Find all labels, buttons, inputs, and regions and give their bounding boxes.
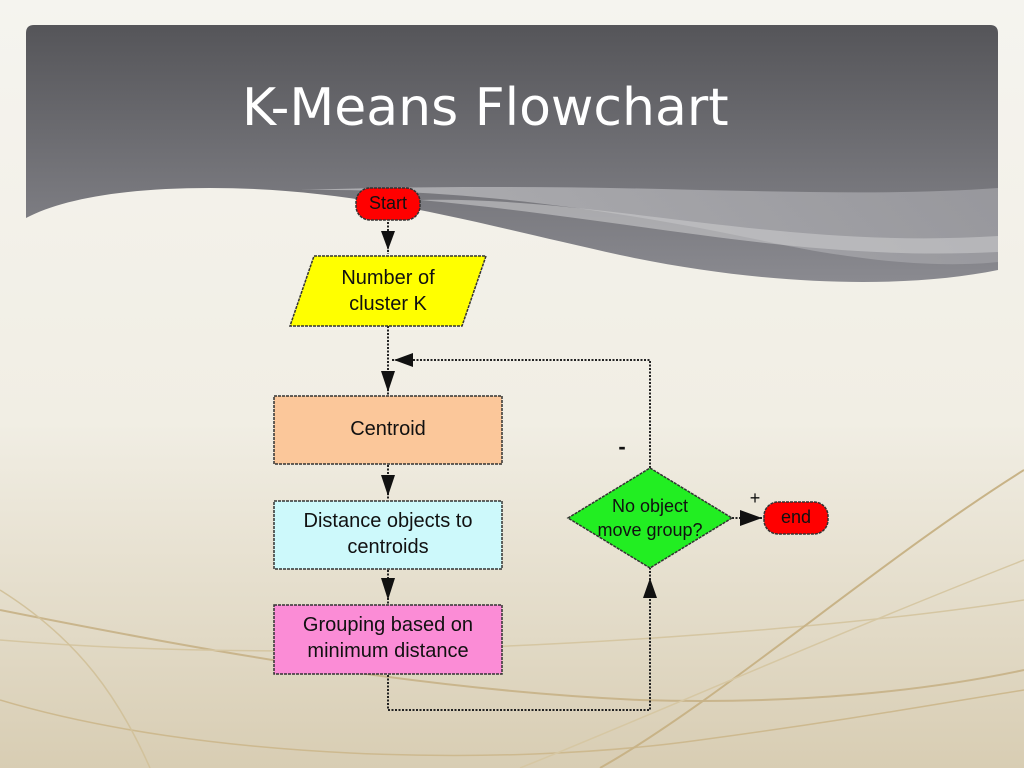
decision-label-line2: move group? (597, 520, 703, 540)
end-label: end (780, 507, 812, 527)
centroid-box (273, 395, 503, 465)
grouping-label-line1: Grouping based on (302, 614, 474, 636)
arrow-loop-back (394, 353, 413, 367)
distance-label: Distance objects to centroids (274, 501, 502, 567)
start-terminator (355, 187, 421, 221)
start-label: Start (368, 193, 407, 213)
arrow-grouping-to-decision (643, 578, 657, 598)
input-label: Number of cluster K (300, 262, 476, 320)
arrow-distance-to-grouping (381, 578, 395, 600)
arrow-centroid-to-distance (381, 475, 395, 496)
end-terminator (763, 501, 829, 535)
distance-label-line2: centroids (347, 536, 429, 558)
decision-label: No object move group? (580, 490, 720, 546)
input-label-line2: cluster K (349, 293, 427, 315)
input-parallelogram (288, 255, 488, 327)
arrow-decision-to-end (740, 510, 762, 526)
slide-title: K-Means Flowchart (242, 78, 729, 138)
grouping-label: Grouping based on minimum distance (274, 605, 502, 671)
minus-label: - (618, 434, 626, 459)
decision-diamond (566, 467, 734, 569)
flow-arrowheads (381, 231, 762, 600)
centroid-label: Centroid (350, 418, 426, 440)
distance-label-line1: Distance objects to (303, 510, 473, 532)
input-label-line1: Number of (341, 267, 435, 289)
grouping-box (273, 604, 503, 675)
arrow-input-to-centroid (381, 371, 395, 392)
plus-label: + (749, 488, 761, 508)
grouping-label-line2: minimum distance (307, 640, 469, 662)
decision-label-line1: No object (611, 496, 689, 516)
arrow-start-to-input (381, 231, 395, 250)
distance-box (273, 500, 503, 570)
